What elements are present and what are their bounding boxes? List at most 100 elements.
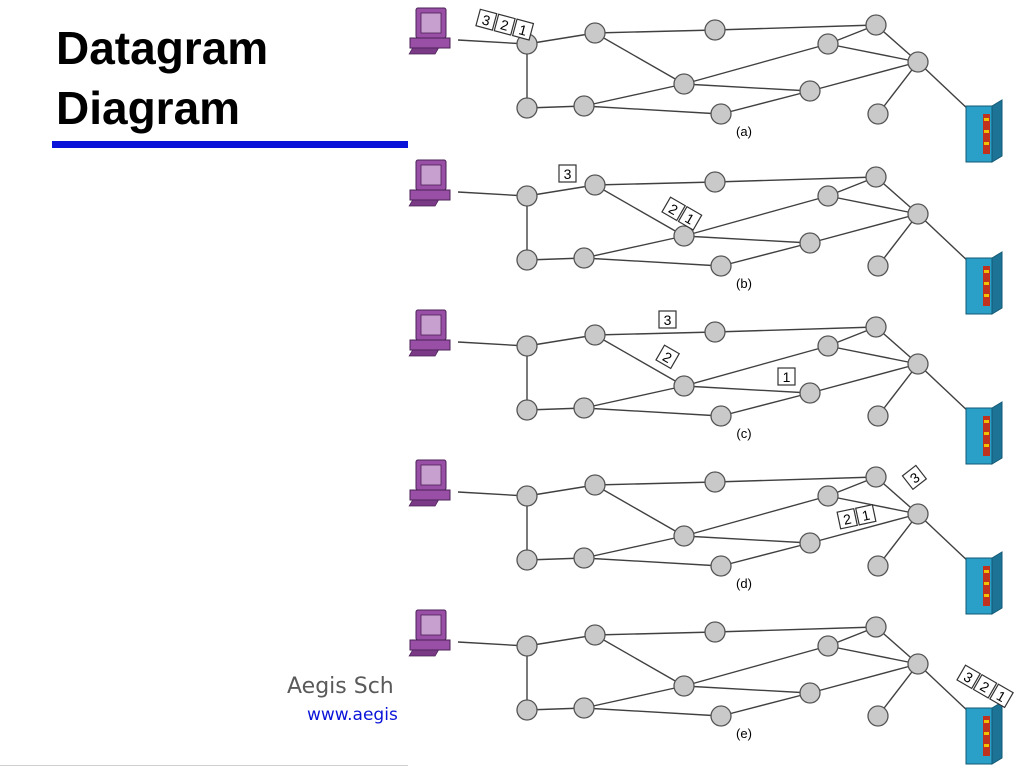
router-node [516, 185, 538, 207]
packet-number: 1 [860, 507, 871, 524]
packet-number: 1 [517, 21, 529, 39]
router-node [584, 324, 606, 346]
panel-label: (d) [736, 576, 752, 591]
link-line [720, 542, 811, 567]
link-line [714, 24, 877, 31]
packet-box [972, 673, 998, 699]
link-line [827, 645, 919, 665]
router-node [867, 103, 889, 125]
link-line [457, 191, 528, 197]
link-line [594, 181, 716, 186]
router-node [516, 485, 538, 507]
router-node [673, 225, 695, 247]
diagram-panel: (b)321 [408, 159, 1003, 315]
link-line [683, 43, 829, 85]
link-line [877, 513, 919, 567]
packet-number: 1 [783, 369, 791, 385]
router-node [865, 616, 887, 638]
router-node [710, 103, 732, 125]
packet-group: 321 [956, 664, 1014, 709]
router-node [673, 73, 695, 95]
packet-box [956, 664, 982, 690]
link-line [526, 484, 596, 497]
router-node [704, 171, 726, 193]
link-line [583, 105, 722, 115]
router-node [710, 255, 732, 277]
link-line [583, 707, 722, 717]
link-line [720, 90, 811, 115]
link-line [714, 176, 877, 183]
packet-box [777, 367, 796, 386]
server-icon [965, 401, 1003, 465]
router-node [867, 405, 889, 427]
server-icon [965, 701, 1003, 765]
router-node [799, 80, 821, 102]
router-node [673, 675, 695, 697]
packet-group: 2 [655, 344, 681, 370]
link-line [683, 535, 811, 544]
router-node [704, 471, 726, 493]
router-node [907, 203, 929, 225]
router-node [867, 555, 889, 577]
computer-icon [408, 459, 451, 507]
link-line [594, 331, 716, 336]
router-node [516, 335, 538, 357]
packet-number: 3 [664, 312, 672, 328]
packet-group: 3 [658, 310, 677, 329]
link-line [809, 663, 919, 694]
panel-label: (a) [736, 124, 752, 139]
router-node [907, 353, 929, 375]
router-node [516, 699, 538, 721]
router-node [516, 97, 538, 119]
link-line [526, 634, 596, 647]
link-line [809, 61, 919, 92]
panel-label: (b) [736, 276, 752, 291]
link-line [809, 363, 919, 394]
computer-icon [408, 609, 451, 657]
packet-box [836, 507, 859, 530]
router-node [817, 185, 839, 207]
link-line [457, 341, 528, 347]
packet-box [658, 310, 677, 329]
router-node [516, 635, 538, 657]
router-node [584, 174, 606, 196]
packet-group: 3 [558, 164, 577, 183]
link-line [877, 61, 919, 115]
packet-box [901, 464, 928, 491]
link-line [583, 557, 722, 567]
server-icon [965, 99, 1003, 163]
router-node [867, 255, 889, 277]
link-line [877, 363, 919, 417]
link-line [526, 184, 596, 197]
link-line [683, 83, 811, 92]
link-line [683, 195, 829, 237]
router-node [817, 33, 839, 55]
panel-label: (e) [736, 726, 752, 741]
computer-icon [408, 159, 451, 207]
link-line [594, 29, 716, 34]
footer-divider [0, 765, 410, 766]
router-node [584, 22, 606, 44]
link-line [877, 213, 919, 267]
packet-box [661, 196, 687, 222]
link-line [583, 685, 685, 709]
packet-box [475, 8, 498, 31]
link-line [594, 634, 685, 687]
link-line [714, 626, 877, 633]
router-node [865, 14, 887, 36]
packet-box [655, 344, 681, 370]
router-node [865, 166, 887, 188]
router-node [584, 624, 606, 646]
link-line [827, 43, 919, 63]
router-node [704, 321, 726, 343]
diagram-panel: (c)321 [408, 309, 1003, 465]
router-node [799, 232, 821, 254]
router-node [817, 485, 839, 507]
router-node [799, 682, 821, 704]
title-line-1: Datagram [56, 22, 269, 74]
footer-url-link[interactable]: www.aegis [307, 705, 398, 725]
